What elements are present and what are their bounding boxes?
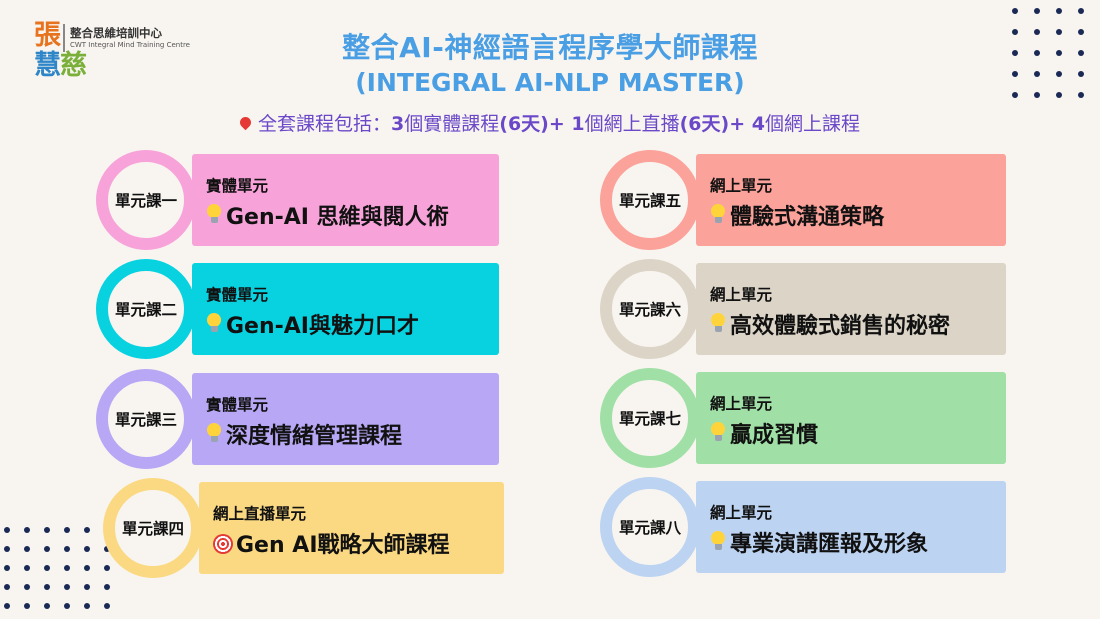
unit-label: 單元課七 — [618, 410, 681, 428]
unit-box: 網上單元 高效體驗式銷售的秘密 — [696, 263, 1006, 355]
unit-label: 單元課三 — [114, 411, 177, 429]
unit-box: 實體單元 Gen-AI與魅力口才 — [192, 263, 499, 355]
unit-course: Gen-AI 思維與閱人術 — [206, 199, 499, 231]
unit-label: 單元課五 — [618, 192, 681, 210]
logo-char-zhang: 張 — [34, 20, 61, 51]
unit-course: Gen-AI與魅力口才 — [206, 308, 499, 340]
unit-box: 實體單元 Gen-AI 思維與閱人術 — [192, 154, 499, 246]
location-pin-icon — [237, 114, 254, 131]
unit-ring — [600, 259, 700, 359]
unit-category: 實體單元 — [206, 396, 269, 414]
target-icon — [213, 534, 233, 554]
unit-box: 網上單元 贏成習慣 — [696, 372, 1006, 464]
unit-box: 實體單元 深度情緒管理課程 — [192, 373, 499, 465]
unit-label: 單元課一 — [114, 192, 177, 210]
lightbulb-icon — [206, 423, 222, 445]
lightbulb-icon — [710, 531, 726, 553]
unit-category: 實體單元 — [206, 286, 269, 304]
logo-char-hui: 慧 — [34, 50, 61, 81]
unit-course: 專業演講匯報及形象 — [710, 526, 1006, 558]
lightbulb-icon — [206, 204, 222, 226]
dot-pattern-bottom-left — [4, 527, 110, 609]
unit-box: 網上單元 體驗式溝通策略 — [696, 154, 1006, 246]
lightbulb-icon — [710, 313, 726, 335]
unit-category: 網上單元 — [710, 504, 773, 522]
unit-course: 高效體驗式銷售的秘密 — [710, 308, 1006, 340]
logo-name-zh: 整合思維培訓中心 — [70, 26, 162, 40]
unit-category: 網上單元 — [710, 286, 773, 304]
unit-label: 單元課二 — [114, 301, 177, 319]
page-title: 整合AI-神經語言程序學大師課程 — [342, 31, 758, 64]
logo-name-en: CWT Integral Mind Training Centre — [70, 41, 190, 49]
lightbulb-icon — [710, 204, 726, 226]
brand-logo: 張 慧 慈 整合思維培訓中心 CWT Integral Mind Trainin… — [30, 20, 190, 85]
unit-course: 贏成習慣 — [710, 417, 1006, 449]
logo-divider — [63, 24, 65, 52]
unit-label: 單元課四 — [121, 520, 184, 538]
lightbulb-icon — [206, 313, 222, 335]
course-summary: 全套課程包括：3個實體課程(6天)+ 1個網上直播(6天)+ 4個網上課程 — [0, 109, 1100, 136]
unit-box: 網上直播單元 Gen AI戰略大師課程 — [199, 482, 504, 574]
unit-category: 網上直播單元 — [213, 505, 307, 523]
unit-label: 單元課八 — [618, 519, 681, 537]
dot-pattern-top-right — [1012, 8, 1084, 98]
unit-course: 體驗式溝通策略 — [710, 199, 1006, 231]
unit-category: 網上單元 — [710, 177, 773, 195]
unit-course: 深度情緒管理課程 — [206, 418, 499, 450]
unit-ring — [103, 478, 203, 578]
unit-label: 單元課六 — [618, 301, 681, 319]
page-subtitle: (INTEGRAL AI-NLP MASTER) — [355, 68, 745, 97]
lightbulb-icon — [710, 422, 726, 444]
unit-course: Gen AI戰略大師課程 — [213, 527, 504, 559]
logo-char-ci: 慈 — [60, 50, 87, 81]
unit-category: 網上單元 — [710, 395, 773, 413]
unit-box: 網上單元 專業演講匯報及形象 — [696, 481, 1006, 573]
unit-category: 實體單元 — [206, 177, 269, 195]
unit-ring — [96, 369, 196, 469]
